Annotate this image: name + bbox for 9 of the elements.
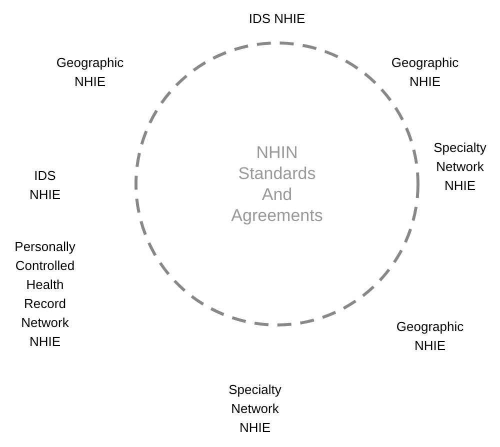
node-label: Specialty Network NHIE <box>434 139 486 195</box>
node-label: Geographic NHIE <box>391 54 459 91</box>
node-label: Geographic NHIE <box>396 318 464 355</box>
node-label: Geographic NHIE <box>56 54 124 91</box>
node-label: Personally Controlled Health Record Network NHIE <box>14 238 76 351</box>
node-label: Specialty Network NHIE <box>228 381 282 437</box>
node-label: IDS NHIE <box>248 10 306 28</box>
circle-title: NHIN Standards And Agreements <box>231 142 323 226</box>
node-label: IDS NHIE <box>29 167 61 204</box>
